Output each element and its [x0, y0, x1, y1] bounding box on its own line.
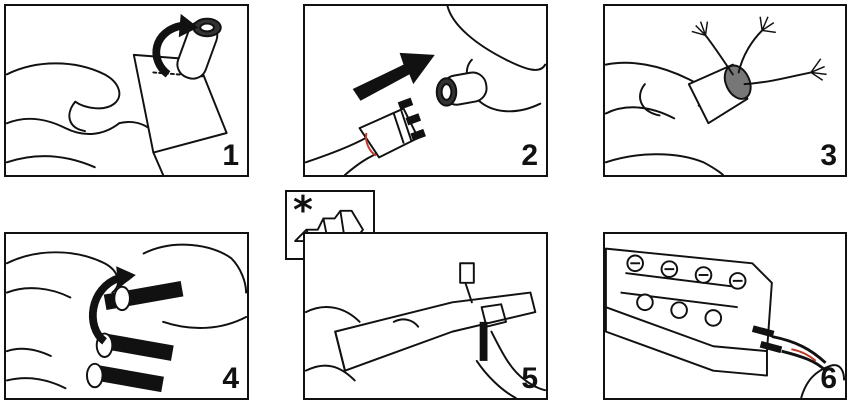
step-number: 4 [222, 362, 239, 395]
step-number: 3 [820, 139, 837, 172]
step-number: 5 [521, 362, 538, 395]
twist-sheath-icon [6, 13, 228, 175]
asterisk-symbol: * [293, 188, 313, 232]
step-4-panel: 4 [4, 232, 249, 400]
step-number: 6 [820, 362, 837, 395]
step-6-panel: 6 [603, 232, 847, 400]
terminal-block-icon [605, 247, 845, 398]
step-number: 2 [521, 139, 538, 172]
step-number: 1 [222, 139, 239, 172]
step-1-panel: 1 [4, 4, 249, 177]
frayed-wires-icon [605, 16, 827, 175]
crimp-tool-icon [305, 262, 546, 398]
push-arrow-icon [305, 6, 546, 175]
step-2-panel: 2 [303, 4, 548, 177]
step-5-panel: 5 [303, 232, 548, 400]
ferrule-rotate-icon [6, 243, 247, 393]
step-3-panel: 3 [603, 4, 847, 177]
